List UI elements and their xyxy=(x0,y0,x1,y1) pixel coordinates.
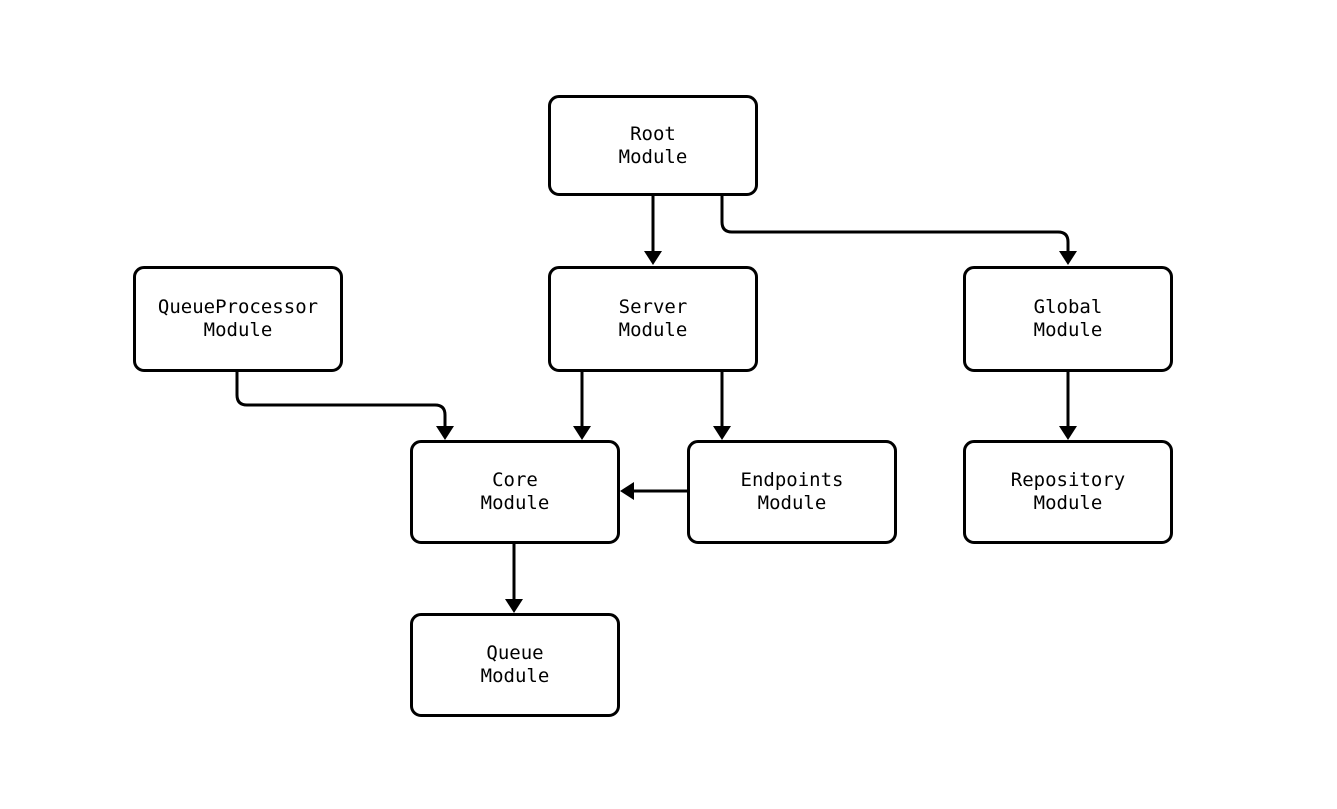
edge-server-to-core xyxy=(573,372,591,440)
edge-root-to-server xyxy=(644,196,662,265)
node-label-suffix: Module xyxy=(203,319,273,341)
arrowhead-icon xyxy=(644,251,662,265)
edge-endpoints-to-core xyxy=(620,482,687,500)
node-label-name: Queue xyxy=(486,642,544,664)
edge-root-to-global xyxy=(720,196,1077,265)
node-label-name: Repository xyxy=(1010,469,1126,491)
edge-line xyxy=(720,196,1070,252)
node-label-name: Core xyxy=(492,469,538,491)
node-label-suffix: Module xyxy=(1033,319,1103,341)
node-label-name: Server xyxy=(618,296,688,318)
arrowhead-icon xyxy=(620,482,634,500)
node-label-suffix: Module xyxy=(618,145,688,168)
node-label-suffix: Module xyxy=(618,319,688,341)
node-label-suffix: Module xyxy=(480,492,550,514)
arrowhead-icon xyxy=(505,599,523,613)
node-label-name: Global xyxy=(1033,296,1103,318)
arrowhead-icon xyxy=(713,426,731,440)
node-label-suffix: Module xyxy=(480,665,550,687)
arrowhead-icon xyxy=(573,426,591,440)
arrowhead-icon xyxy=(1059,426,1077,440)
node-label-suffix: Module xyxy=(757,492,827,514)
edge-global-to-repository xyxy=(1059,372,1077,440)
node-label-name: Endpoints xyxy=(740,469,844,491)
edge-server-to-endpoints xyxy=(713,372,731,440)
arrowhead-icon xyxy=(436,426,454,440)
edge-line xyxy=(235,372,447,427)
edge-core-to-queue xyxy=(505,544,523,613)
edge-queueprocessor-to-core xyxy=(235,372,454,440)
node-label-suffix: Module xyxy=(1033,492,1103,514)
node-label-name: QueueProcessor xyxy=(157,296,319,318)
arrowhead-icon xyxy=(1059,251,1077,265)
node-label-name: Root xyxy=(630,122,676,145)
